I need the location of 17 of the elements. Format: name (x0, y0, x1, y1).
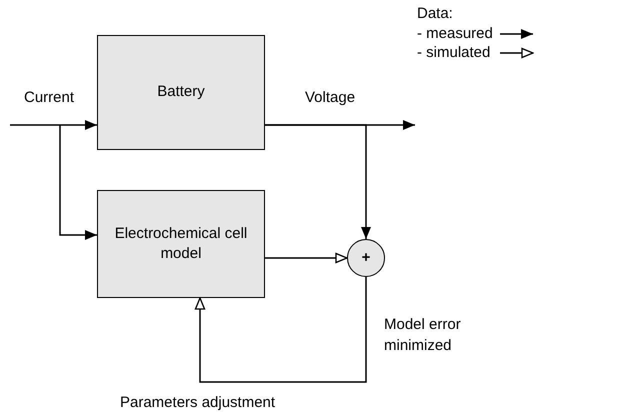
legend-title: Data: (417, 5, 453, 22)
arrow (59, 125, 97, 240)
edge-label: Parameters adjustment (120, 394, 276, 412)
box-label: Battery (156, 82, 206, 102)
legend-text: - measured (417, 25, 493, 42)
arrow (194, 277, 367, 383)
annotation-text: Model error minimized (384, 315, 462, 356)
legend-text: - simulated (417, 44, 490, 62)
arrow (265, 124, 371, 239)
summing-junction-circle (347, 239, 385, 277)
arrow (10, 120, 97, 130)
process-box (97, 35, 265, 150)
arrow (265, 252, 348, 264)
box-label: Electrochemical cell model (114, 224, 248, 264)
operator-sign: + (360, 248, 372, 268)
process-box (97, 190, 265, 298)
edge-label: Voltage (305, 89, 356, 106)
